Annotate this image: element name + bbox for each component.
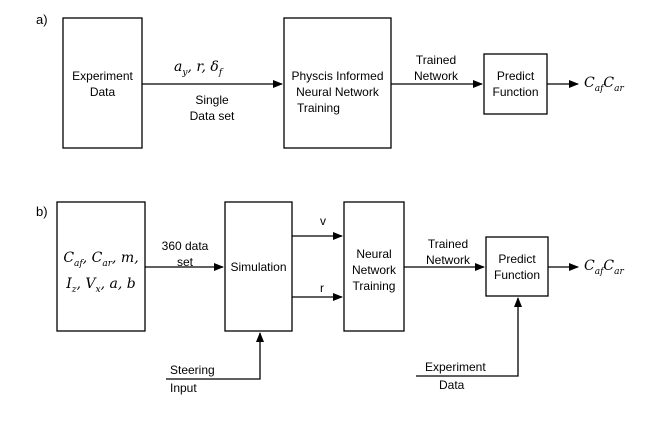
predict-b-line-1: Predict bbox=[498, 252, 536, 266]
steering-input-line bbox=[166, 332, 264, 380]
trained-line-2: Network bbox=[413, 69, 458, 83]
steering-input-label-2: Input bbox=[170, 381, 197, 395]
experiment-line-2: Data bbox=[89, 85, 116, 99]
experiment-data-label-a: Experiment Data bbox=[63, 68, 142, 100]
r-label: r bbox=[320, 281, 324, 295]
simulation-label: Simulation bbox=[230, 260, 287, 274]
single-data-set-label: Single Data set bbox=[162, 92, 262, 124]
panel-b-label: b) bbox=[36, 204, 48, 219]
pinn-line-2: Neural Network bbox=[296, 85, 379, 99]
nn-box-label: Neural Network Training bbox=[344, 246, 404, 294]
params-line-1: Caf, Car, m, bbox=[63, 250, 139, 269]
predict-function-label-b: Predict Function bbox=[486, 251, 548, 283]
inputs-math: ay, r, δf bbox=[174, 59, 223, 78]
pinn-line-3: Training bbox=[297, 101, 340, 115]
dataset-line-1: 360 data bbox=[161, 239, 209, 253]
params-line-2: Iz, Vx, a, b bbox=[66, 275, 136, 295]
predict-function-label-a: Predict Function bbox=[484, 68, 547, 100]
single-line-2: Data set bbox=[189, 109, 235, 123]
output-math-b: CafCar bbox=[584, 258, 624, 277]
single-line-1: Single bbox=[195, 93, 229, 107]
nn-line-1: Neural bbox=[356, 247, 392, 261]
pinn-training-box bbox=[283, 17, 392, 149]
dataset-label: 360 data set bbox=[153, 238, 217, 270]
predict-line-1: Predict bbox=[496, 69, 535, 83]
experiment-data-box-a bbox=[62, 17, 143, 149]
output-math-a: CafCar bbox=[584, 75, 624, 94]
steering-input-label-1: Steering bbox=[170, 363, 215, 377]
trained-b-line-1: Trained bbox=[427, 237, 469, 251]
predict-line-2: Function bbox=[492, 85, 539, 99]
experiment-line-1: Experiment bbox=[72, 69, 133, 83]
trained-network-label-b: Trained Network bbox=[418, 236, 478, 268]
experiment-data-label-b-1: Experiment bbox=[425, 360, 486, 374]
pinn-box-label: Physcis Informed Neural Network Training bbox=[284, 68, 391, 116]
dataset-line-2: set bbox=[176, 255, 193, 269]
params-math: Caf, Car, m, Iz, Vx, a, b bbox=[57, 248, 145, 300]
trained-b-line-2: Network bbox=[425, 253, 470, 267]
experiment-data-label-b-2: Data bbox=[439, 378, 465, 392]
pinn-line-1: Physcis Informed bbox=[291, 69, 384, 83]
predict-b-line-2: Function bbox=[493, 268, 541, 282]
trained-line-1: Trained bbox=[415, 53, 457, 67]
nn-line-2: Network bbox=[351, 263, 396, 277]
v-label: v bbox=[320, 214, 326, 228]
nn-line-3: Training bbox=[352, 279, 396, 293]
panel-a-label: a) bbox=[36, 12, 48, 27]
experiment-data-line-b bbox=[416, 297, 522, 377]
simulation-box bbox=[224, 201, 293, 332]
trained-network-label-a: Trained Network bbox=[406, 52, 466, 84]
